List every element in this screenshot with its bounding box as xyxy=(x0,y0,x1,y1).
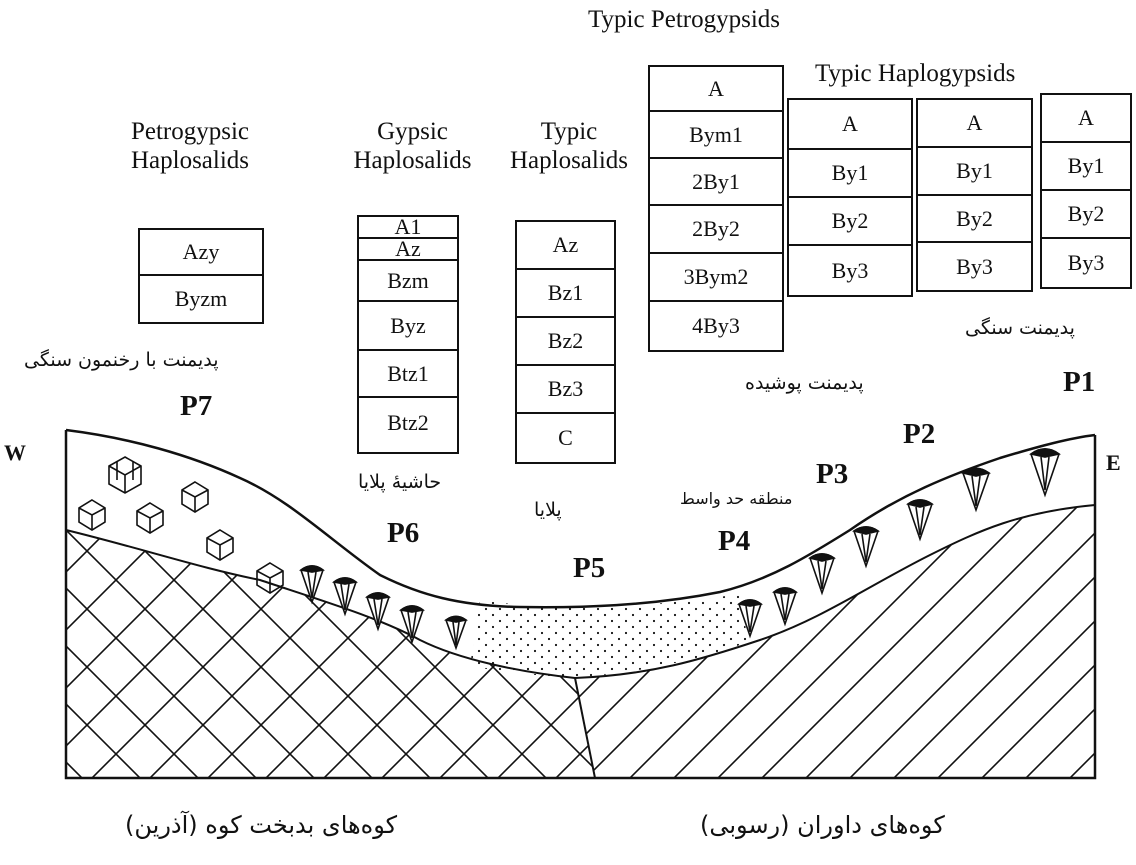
taxon-line: Gypsic xyxy=(330,118,495,147)
horizon: By3 xyxy=(1042,239,1130,287)
horizon: Bz1 xyxy=(517,270,614,318)
gypsum-pendant-icon xyxy=(854,527,878,566)
position-p1: P1 xyxy=(1063,366,1095,399)
label-playa: پلایا xyxy=(534,500,562,522)
label-pediment-with-outcrop: پدیمنت با رخنمون سنگی xyxy=(24,350,219,372)
horizon: Byzm xyxy=(140,276,262,322)
taxon-line: Typic xyxy=(495,118,643,147)
profile-p2b: A By1 By2 By3 xyxy=(916,98,1033,292)
horizon: By3 xyxy=(789,246,911,295)
gypsum-crystal-icon xyxy=(109,457,141,493)
horizon: Bz2 xyxy=(517,318,614,366)
taxon-line: Haplosalids xyxy=(495,147,643,176)
profile-p7: Azy Byzm xyxy=(138,228,264,324)
horizon: Bz3 xyxy=(517,366,614,414)
horizon: By2 xyxy=(918,196,1031,243)
taxon-line: Haplosalids xyxy=(105,147,275,176)
taxon-petrogypsic-haplosalids: Petrogypsic Haplosalids xyxy=(105,118,275,176)
gypsum-crystal-icon xyxy=(207,530,233,560)
horizon: C xyxy=(517,414,614,462)
horizon: Bzm xyxy=(359,261,457,302)
taxon-typic-haplogypsids: Typic Haplogypsids xyxy=(815,60,1015,89)
taxon-typic-petrogypsids: Typic Petrogypsids xyxy=(588,6,780,35)
horizon: Bym1 xyxy=(650,112,782,159)
gypsum-pendant-icon xyxy=(810,554,834,593)
label-transition-zone: منطقه حد واسط xyxy=(680,490,792,508)
profile-p3: A Bym1 2By1 2By2 3Bym2 4By3 xyxy=(648,65,784,352)
label-covered-pediment: پدیمنت پوشیده xyxy=(745,373,864,395)
horizon: 2By1 xyxy=(650,159,782,206)
profile-p5: Az Bz1 Bz2 Bz3 C xyxy=(515,220,616,464)
horizon: 4By3 xyxy=(650,302,782,350)
horizon: 3Bym2 xyxy=(650,254,782,302)
horizon: Btz1 xyxy=(359,351,457,398)
taxon-line: Petrogypsic xyxy=(105,118,275,147)
taxon-typic-haplosalids: Typic Haplosalids xyxy=(495,118,643,176)
horizon: 2By2 xyxy=(650,206,782,254)
gypsum-crystal-icon xyxy=(137,503,163,533)
horizon: By2 xyxy=(1042,191,1130,239)
gypsum-pendant-icon xyxy=(963,469,989,511)
direction-west: W xyxy=(4,440,26,465)
position-p5: P5 xyxy=(573,552,605,585)
label-rock-pediment: پدیمنت سنگی xyxy=(965,318,1075,340)
gypsum-crystal-icon xyxy=(182,482,208,512)
gypsum-pendant-icon xyxy=(774,588,796,624)
horizon: By2 xyxy=(789,198,911,246)
horizon: A xyxy=(650,67,782,112)
gypsum-crystal-icon xyxy=(79,500,105,530)
gypsum-pendant-icon xyxy=(1031,449,1059,495)
profile-p1: A By1 By2 By3 xyxy=(1040,93,1132,289)
horizon: A xyxy=(789,100,911,150)
horizon: A xyxy=(918,100,1031,148)
taxon-line: Haplosalids xyxy=(330,147,495,176)
position-p6: P6 xyxy=(387,517,419,550)
caption-igneous-mountains: کوه‌های بدبخت کوه (آذرین) xyxy=(125,812,397,840)
horizon: By1 xyxy=(918,148,1031,196)
position-p4: P4 xyxy=(718,525,750,558)
profile-p2: A By1 By2 By3 xyxy=(787,98,913,297)
horizon: By3 xyxy=(918,243,1031,290)
horizon: A xyxy=(1042,95,1130,143)
horizon: Btz2 xyxy=(359,398,457,448)
gypsum-pendant-icon xyxy=(446,617,466,649)
horizon: Az xyxy=(359,239,457,261)
horizon: Az xyxy=(517,222,614,270)
position-p7: P7 xyxy=(180,390,212,423)
profile-p6: A1 Az Bzm Byz Btz1 Btz2 xyxy=(357,215,459,454)
horizon: By1 xyxy=(1042,143,1130,191)
caption-sedimentary-mountains: کوه‌های داوران (رسوبی) xyxy=(700,812,945,840)
horizon: Azy xyxy=(140,230,262,276)
label-playa-margin: حاشیهٔ پلایا xyxy=(358,472,441,494)
position-p3: P3 xyxy=(816,458,848,491)
horizon: Byz xyxy=(359,302,457,351)
position-p2: P2 xyxy=(903,418,935,451)
gypsum-pendant-icon xyxy=(908,500,932,539)
taxon-gypsic-haplosalids: Gypsic Haplosalids xyxy=(330,118,495,176)
direction-east: E xyxy=(1106,450,1121,475)
horizon: By1 xyxy=(789,150,911,198)
